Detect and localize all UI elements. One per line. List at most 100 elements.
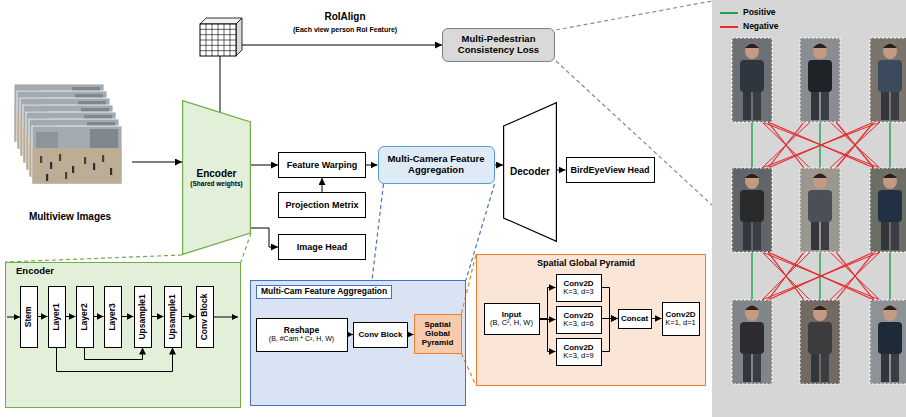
pedestrian-crop: [732, 168, 772, 252]
node-title: Multi-Pedestrian Consistency Loss: [449, 34, 548, 56]
conv-box: Conv2DK=3, d=6: [556, 306, 602, 334]
pedestrian: [65, 172, 67, 179]
leg: [811, 92, 819, 120]
jacket: [878, 60, 902, 92]
pedestrian: [59, 154, 61, 161]
aggregation-box: Multi-Camera Feature Aggregation: [378, 146, 495, 184]
node-title: Conv Block: [200, 293, 210, 340]
conv-box: Conv2DK=3, d=9: [556, 338, 602, 366]
building: [36, 132, 58, 150]
pedestrian-crop: [800, 168, 840, 252]
negative-pair-line: [762, 252, 810, 300]
image-stack-caption: Multiview Images: [8, 78, 132, 224]
node-subtitle: K=3, d=6: [563, 320, 593, 329]
jacket: [808, 322, 832, 354]
head: [883, 305, 897, 321]
negative-pair-line: [762, 252, 880, 300]
jacket: [808, 60, 832, 92]
grid-line: [230, 24, 231, 56]
node-title: Layer2: [80, 303, 90, 330]
positive-pair-line: [751, 122, 752, 168]
node-title: Layer1: [52, 303, 62, 330]
jacket: [878, 190, 902, 222]
hair: [813, 306, 827, 311]
head: [883, 43, 897, 59]
node-title: Multi-Cam Feature Aggregation: [256, 285, 392, 299]
jacket: [878, 322, 902, 354]
pedestrian: [102, 155, 104, 162]
leg: [881, 92, 889, 120]
layer-box: Layer3: [104, 286, 122, 348]
flow-arrow: [652, 318, 662, 319]
head: [883, 173, 897, 189]
zoom-leader-line: [462, 354, 477, 387]
process-box: Conv Block: [353, 322, 408, 348]
flow-arrow: [85, 348, 143, 360]
negative-pair-line: [762, 252, 810, 300]
hair: [745, 44, 759, 49]
grid-line: [224, 24, 225, 56]
hair: [745, 306, 759, 311]
negative-pair-line: [830, 252, 880, 300]
input-arrow: [7, 317, 20, 318]
leg: [881, 222, 889, 250]
aggregation-panel: Multi-Cam Feature AggregationReshape(B, …: [250, 280, 466, 406]
layer-box: Upsample1: [164, 286, 182, 348]
flow-arrow: [322, 178, 323, 192]
trapezoid-shape: [504, 103, 557, 242]
conv-box: Conv2DK=3, d=3: [556, 274, 602, 302]
node-title: Conv2D: [563, 311, 593, 320]
node-title: Input: [502, 310, 522, 319]
legend-swatch: [720, 12, 738, 15]
pedestrian: [93, 163, 95, 170]
leg: [821, 222, 829, 250]
layer-box: Stem: [20, 286, 38, 348]
legend: PositiveNegative: [720, 6, 778, 34]
node-subtitle: (B, #Cam * C², H, W): [269, 335, 334, 343]
negative-pair-line: [762, 122, 810, 168]
pedestrian-crop: [732, 300, 772, 384]
positive-pair-line: [751, 252, 752, 300]
leg: [753, 354, 761, 382]
zoom-leader-line: [466, 184, 495, 280]
negative-pair-line: [762, 122, 810, 168]
leg: [743, 222, 751, 250]
layer-box: Conv Block: [196, 286, 214, 348]
crop-frame: [870, 38, 906, 122]
flow-arrow: [602, 319, 618, 352]
node-title: Reshape: [284, 326, 319, 336]
legend-text: Negative: [743, 22, 778, 32]
loss-box: Multi-Pedestrian Consistency Loss: [442, 28, 555, 62]
pedestrian-crop: [870, 168, 906, 252]
pedestrian: [46, 174, 48, 181]
flow-arrow: [251, 165, 278, 166]
node-subtitle: (B, C², H, W): [490, 319, 533, 328]
flow-arrow: [122, 316, 134, 317]
head: [813, 173, 827, 189]
grid-line: [200, 40, 236, 41]
pedestrian-crop: [870, 38, 906, 122]
pedestrian: [110, 168, 112, 175]
encoder-trapezoid: Encoder(Shared weights): [182, 100, 251, 255]
head: [813, 305, 827, 321]
crop-frame: [800, 300, 840, 384]
flow-arrow: [366, 165, 378, 166]
flow-arrow: [251, 228, 278, 247]
node-title: Spatial Global Pyramid: [537, 258, 635, 268]
zoom-leader-line: [241, 233, 251, 262]
leg: [811, 354, 819, 382]
zoom-leader-line: [556, 1, 712, 30]
pedestrian-crop: [800, 300, 840, 384]
node-title: Feature Warping: [287, 160, 358, 170]
process-box: Projection Metrix: [278, 192, 366, 218]
ground: [33, 148, 122, 184]
negative-pair-line: [830, 122, 880, 168]
node-title: Encoder: [16, 266, 54, 277]
grid-line: [200, 45, 236, 46]
view-image: [32, 126, 122, 184]
flow-arrow: [38, 316, 48, 317]
encoder-panel: EncoderStemLayer1Layer2Layer3Upsample1Up…: [5, 262, 241, 408]
crop-frame: [870, 300, 906, 384]
positive-pair-line: [889, 122, 890, 168]
